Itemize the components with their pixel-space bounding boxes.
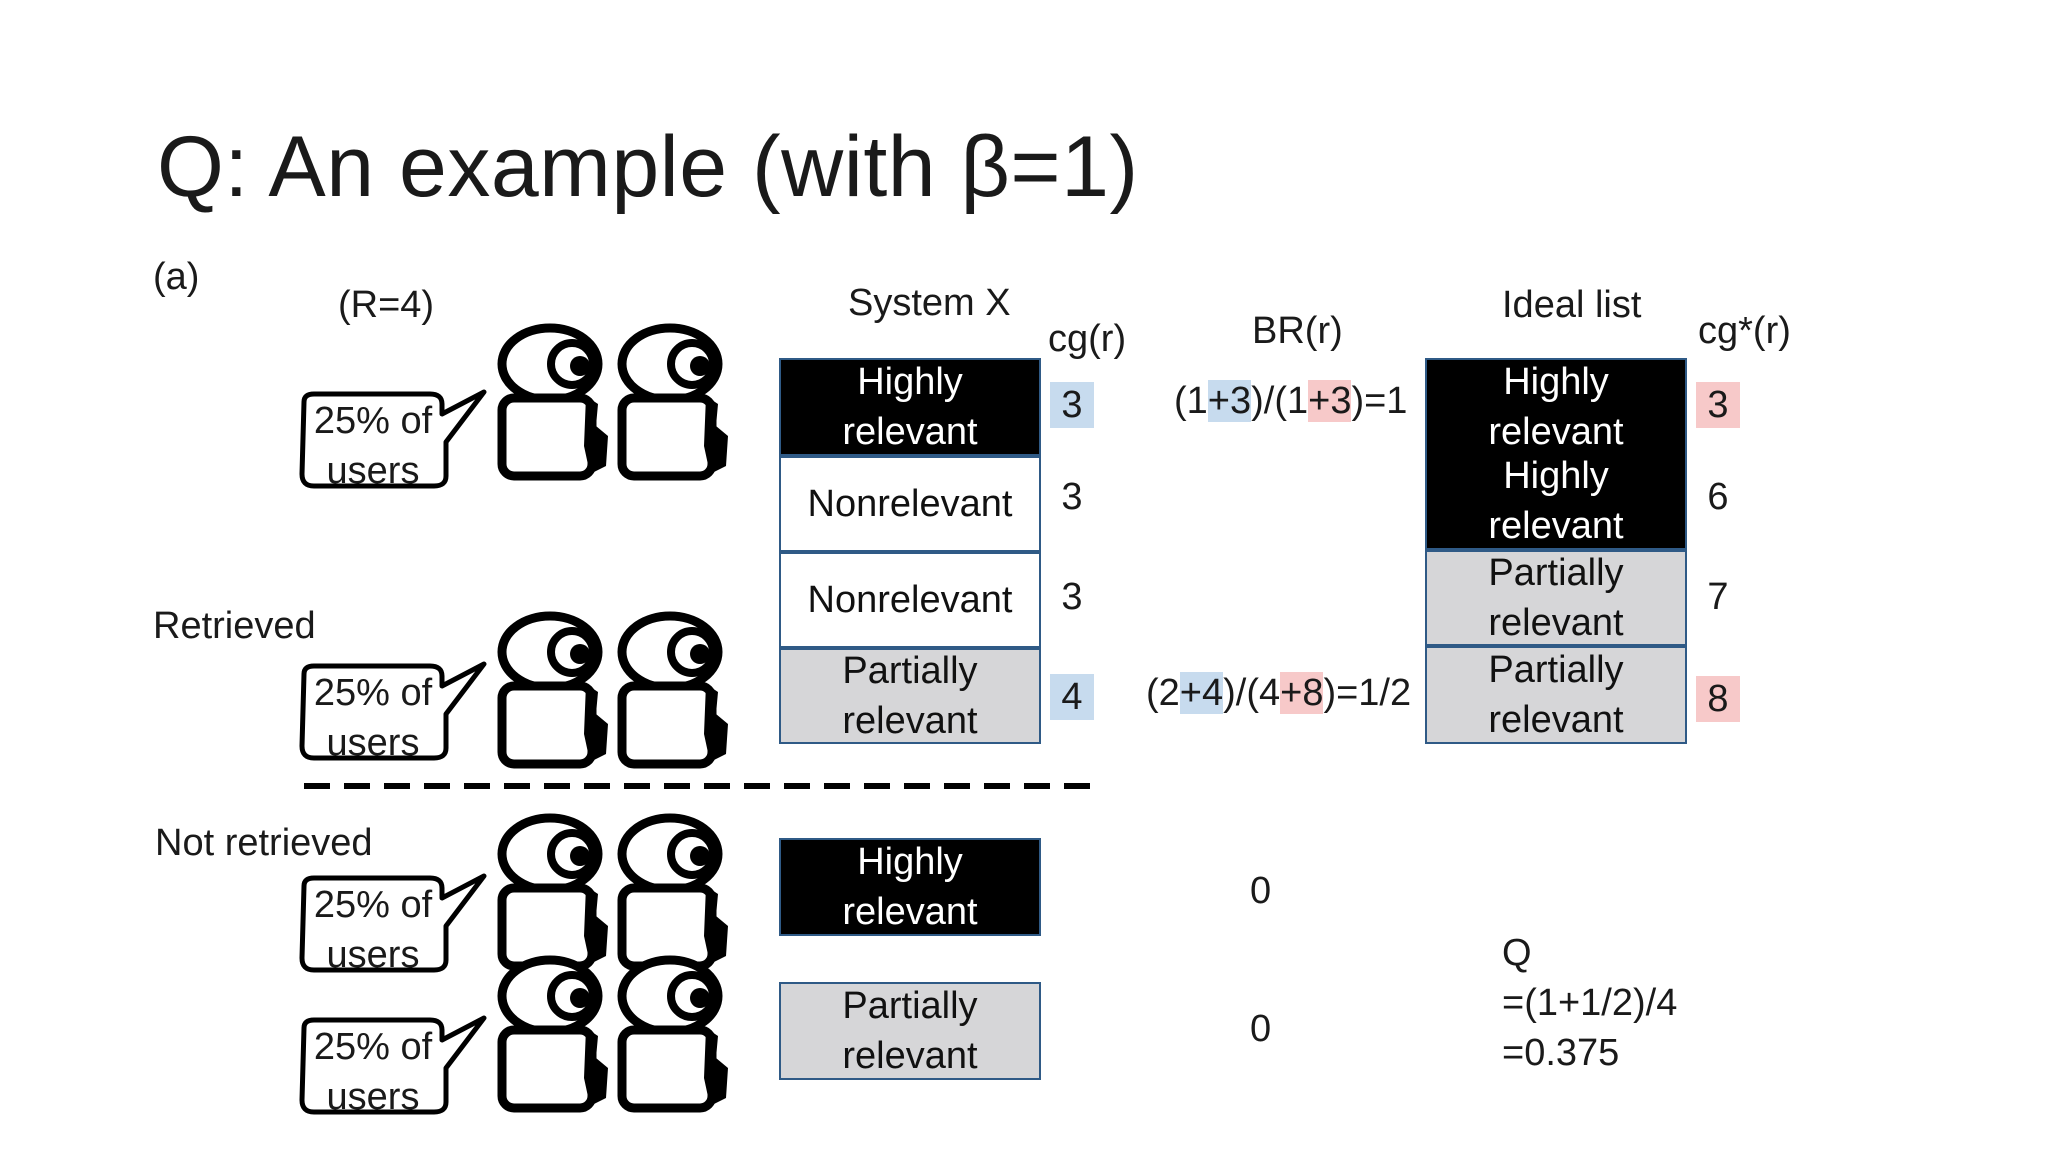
ideal-row-3: Partially relevant	[1425, 550, 1687, 646]
cg-value-2: 3	[1061, 476, 1083, 518]
br-zero-2: 0	[1250, 1008, 1272, 1050]
br-value-4: (2+4)/(4+8)=1/2	[1146, 672, 1411, 715]
system-x-row-2: Nonrelevant	[779, 456, 1041, 552]
user-figure	[622, 616, 728, 764]
cg-star-value-2: 6	[1707, 476, 1729, 518]
ideal-row-2: Highly relevant	[1425, 454, 1687, 550]
system-x-row-4: Partially relevant	[779, 648, 1041, 744]
br-part-highlight-pink: +3	[1308, 380, 1352, 422]
r-value-label: (R=4)	[338, 284, 435, 326]
q-result: =0.375	[1502, 1032, 1620, 1074]
cg-star-value-3: 7	[1707, 576, 1729, 618]
bubble-text: 25% of users	[313, 672, 433, 764]
bubble-text: 25% of users	[313, 400, 433, 492]
br-part: )/(4	[1223, 672, 1281, 714]
q-label: Q	[1502, 932, 1532, 974]
bubble-text: 25% of users	[313, 1026, 433, 1118]
cg-value-1: 3	[1050, 382, 1094, 428]
bubble-text: 25% of users	[313, 884, 433, 976]
br-value-1: (1+3)/(1+3)=1	[1174, 380, 1407, 423]
br-part-highlight-blue: +3	[1207, 380, 1252, 422]
br-part: (1	[1174, 380, 1208, 422]
cg-star-header: cg*(r)	[1698, 310, 1791, 352]
user-figure	[622, 328, 728, 476]
br-zero-1: 0	[1250, 870, 1272, 912]
ideal-list-header: Ideal list	[1502, 284, 1642, 326]
system-x-header: System X	[848, 282, 1011, 324]
br-part: (2	[1146, 672, 1180, 714]
ideal-row-4: Partially relevant	[1425, 646, 1687, 744]
cg-header: cg(r)	[1048, 318, 1127, 360]
ideal-row-1: Highly relevant	[1425, 358, 1687, 454]
cg-value-3: 3	[1061, 576, 1083, 618]
cg-value-4: 4	[1050, 674, 1094, 720]
user-figure	[622, 960, 728, 1108]
slide-title: Q: An example (with β=1)	[157, 119, 1139, 215]
system-x-row-1: Highly relevant	[779, 358, 1041, 456]
cg-star-value-4: 8	[1696, 676, 1740, 722]
retrieved-label: Retrieved	[153, 605, 316, 647]
br-part-highlight-pink: +8	[1280, 672, 1324, 714]
user-figure	[622, 818, 728, 966]
br-header: BR(r)	[1252, 310, 1343, 352]
user-figure	[502, 818, 608, 966]
br-part: )=1/2	[1323, 672, 1412, 714]
not-retrieved-item-2: Partially relevant	[779, 982, 1041, 1080]
not-retrieved-label: Not retrieved	[155, 822, 373, 864]
not-retrieved-item-1: Highly relevant	[779, 838, 1041, 936]
user-figure	[502, 328, 608, 476]
user-figure	[502, 616, 608, 764]
user-figure	[502, 960, 608, 1108]
br-part: )/(1	[1251, 380, 1309, 422]
cg-star-value-1: 3	[1696, 382, 1740, 428]
system-x-row-3: Nonrelevant	[779, 552, 1041, 648]
q-formula: =(1+1/2)/4	[1502, 982, 1678, 1024]
br-part-highlight-blue: +4	[1179, 672, 1224, 714]
part-label: (a)	[153, 256, 200, 298]
br-part: )=1	[1351, 380, 1408, 422]
